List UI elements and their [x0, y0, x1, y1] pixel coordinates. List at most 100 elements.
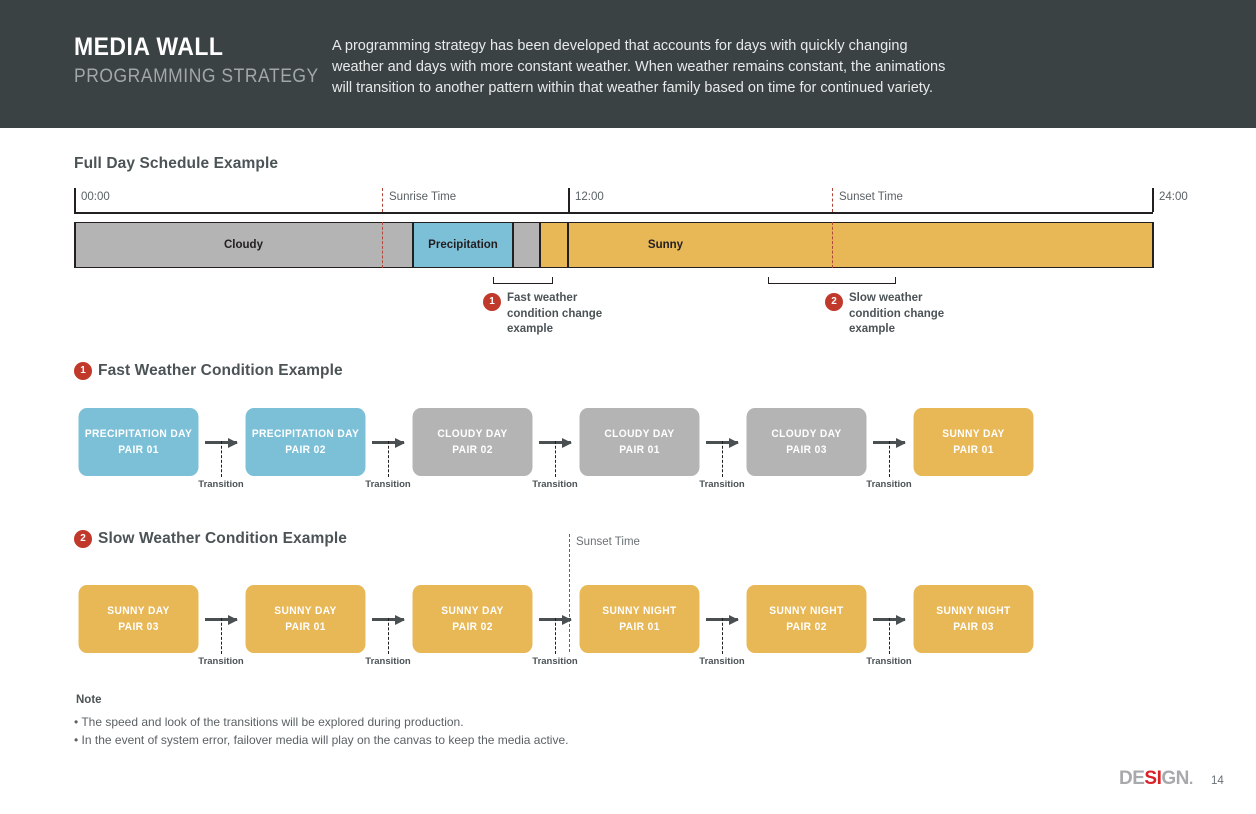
axis-label-sunrise: Sunrise Time — [389, 191, 457, 203]
slow-transition-label-5: Transition — [866, 656, 912, 667]
header-description-line-2: weather and days with more constant weat… — [332, 59, 946, 75]
fast-transition-line-5 — [889, 441, 890, 477]
node-label-primary: SUNNY DAY — [942, 428, 1005, 440]
timeline-segment-sunny-short[interactable] — [540, 222, 568, 268]
header-description: A programming strategy has been develope… — [332, 36, 1032, 99]
fast-node-5[interactable]: CLOUDY DAY PAIR 03 — [746, 408, 867, 476]
fast-transition-label-1: Transition — [198, 479, 244, 490]
timeline-segment-label: Cloudy — [224, 239, 263, 251]
timeline-segment-label: Sunny — [647, 239, 684, 251]
segment-divider — [1152, 222, 1154, 268]
node-label-secondary: PAIR 01 — [619, 621, 660, 633]
slow-node-2[interactable]: SUNNY DAY PAIR 01 — [245, 585, 366, 653]
fast-node-4[interactable]: CLOUDY DAY PAIR 01 — [579, 408, 700, 476]
node-label-secondary: PAIR 01 — [118, 444, 159, 456]
axis-label-2400: 24:00 — [1159, 191, 1188, 203]
node-label-secondary: PAIR 02 — [285, 444, 326, 456]
fast-node-3[interactable]: CLOUDY DAY PAIR 02 — [412, 408, 533, 476]
callout-2-line-1: Slow weather — [849, 292, 923, 304]
node-label-primary: SUNNY DAY — [107, 605, 170, 617]
node-label-primary: SUNNY NIGHT — [602, 605, 677, 617]
slow-transition-label-2: Transition — [365, 656, 411, 667]
timeline-axis — [74, 212, 1153, 214]
sunset-marker-line — [832, 222, 833, 268]
fast-transition-label-5: Transition — [866, 479, 912, 490]
tick-0000 — [74, 188, 76, 212]
page-number: 14 — [1211, 775, 1224, 787]
tick-1200 — [568, 188, 570, 212]
slow-node-4[interactable]: SUNNY NIGHT PAIR 01 — [579, 585, 700, 653]
segment-divider — [512, 222, 514, 268]
timeline-segment-cloudy[interactable]: Cloudy — [74, 222, 413, 268]
node-label-primary: CLOUDY DAY — [604, 428, 675, 440]
note-item-2: • In the event of system error, failover… — [74, 733, 569, 747]
node-label-primary: PRECIPITATION DAY — [251, 428, 360, 440]
callout-badge-2: 2 — [825, 293, 843, 311]
node-label-secondary: PAIR 03 — [786, 444, 827, 456]
fast-node-6[interactable]: SUNNY DAY PAIR 01 — [913, 408, 1034, 476]
node-label-secondary: PAIR 02 — [786, 621, 827, 633]
node-label-secondary: PAIR 01 — [619, 444, 660, 456]
slow-transition-line-5 — [889, 618, 890, 654]
slow-section-title: Slow Weather Condition Example — [98, 530, 348, 547]
slow-node-5[interactable]: SUNNY NIGHT PAIR 02 — [746, 585, 867, 653]
schedule-section-title: Full Day Schedule Example — [74, 155, 279, 172]
fast-section-badge: 1 — [74, 362, 92, 380]
callout-1-line-3: example — [507, 323, 554, 335]
tick-sunrise — [382, 188, 383, 212]
node-label-primary: SUNNY NIGHT — [936, 605, 1011, 617]
fast-transition-line-2 — [388, 441, 389, 477]
logo-part-1: DE — [1119, 768, 1145, 789]
logo-part-3: GN — [1161, 768, 1189, 789]
callout-1-line-2: condition change — [507, 307, 603, 320]
node-label-primary: SUNNY DAY — [274, 605, 337, 617]
timeline-segment-cloudy-short[interactable] — [513, 222, 540, 268]
design-logo: DESIGN. — [1119, 768, 1193, 790]
header-description-line-1: A programming strategy has been develope… — [332, 38, 908, 54]
header-description-line-3: will transition to another pattern withi… — [332, 80, 933, 96]
axis-label-0000: 00:00 — [81, 191, 110, 203]
fast-section-title: Fast Weather Condition Example — [98, 362, 343, 379]
callout-bracket-1 — [493, 277, 553, 285]
callout-2-line-3: example — [849, 323, 896, 335]
fast-transition-line-3 — [555, 441, 556, 477]
logo-part-2: SI — [1144, 768, 1162, 789]
fast-transition-label-4: Transition — [699, 479, 745, 490]
node-label-primary: CLOUDY DAY — [437, 428, 508, 440]
slow-node-6[interactable]: SUNNY NIGHT PAIR 03 — [913, 585, 1034, 653]
timeline-segment-precipitation[interactable]: Precipitation — [413, 222, 513, 268]
page-subtitle: PROGRAMMING STRATEGY — [74, 66, 319, 87]
node-label-secondary: PAIR 03 — [953, 621, 994, 633]
node-label-secondary: PAIR 01 — [953, 444, 994, 456]
slow-sunset-label: Sunset Time — [576, 536, 640, 548]
node-label-secondary: PAIR 02 — [452, 444, 493, 456]
callout-badge-1: 1 — [483, 293, 501, 311]
tick-sunset — [832, 188, 833, 212]
page-title: MEDIA WALL — [74, 33, 224, 61]
sunrise-marker-line — [382, 222, 383, 268]
logo-dot: . — [1188, 771, 1193, 788]
slow-section-badge: 2 — [74, 530, 92, 548]
timeline-segment-sunny[interactable]: Sunny — [568, 222, 1153, 268]
node-label-primary: SUNNY NIGHT — [769, 605, 844, 617]
node-label-secondary: PAIR 01 — [285, 621, 326, 633]
note-title: Note — [76, 694, 102, 706]
slow-transition-line-2 — [388, 618, 389, 654]
segment-divider — [567, 222, 569, 268]
axis-label-1200: 12:00 — [575, 191, 604, 203]
callout-2-text: Slow weather condition change example — [849, 291, 969, 338]
fast-transition-line-1 — [221, 441, 222, 477]
slow-transition-label-4: Transition — [699, 656, 745, 667]
node-label-primary: CLOUDY DAY — [771, 428, 842, 440]
axis-label-sunset: Sunset Time — [839, 191, 903, 203]
slow-transition-label-3: Transition — [532, 656, 578, 667]
segment-divider — [74, 222, 76, 268]
fast-node-2[interactable]: PRECIPITATION DAY PAIR 02 — [245, 408, 366, 476]
slow-transition-line-1 — [221, 618, 222, 654]
note-item-1: • The speed and look of the transitions … — [74, 715, 464, 729]
node-label-primary: SUNNY DAY — [441, 605, 504, 617]
